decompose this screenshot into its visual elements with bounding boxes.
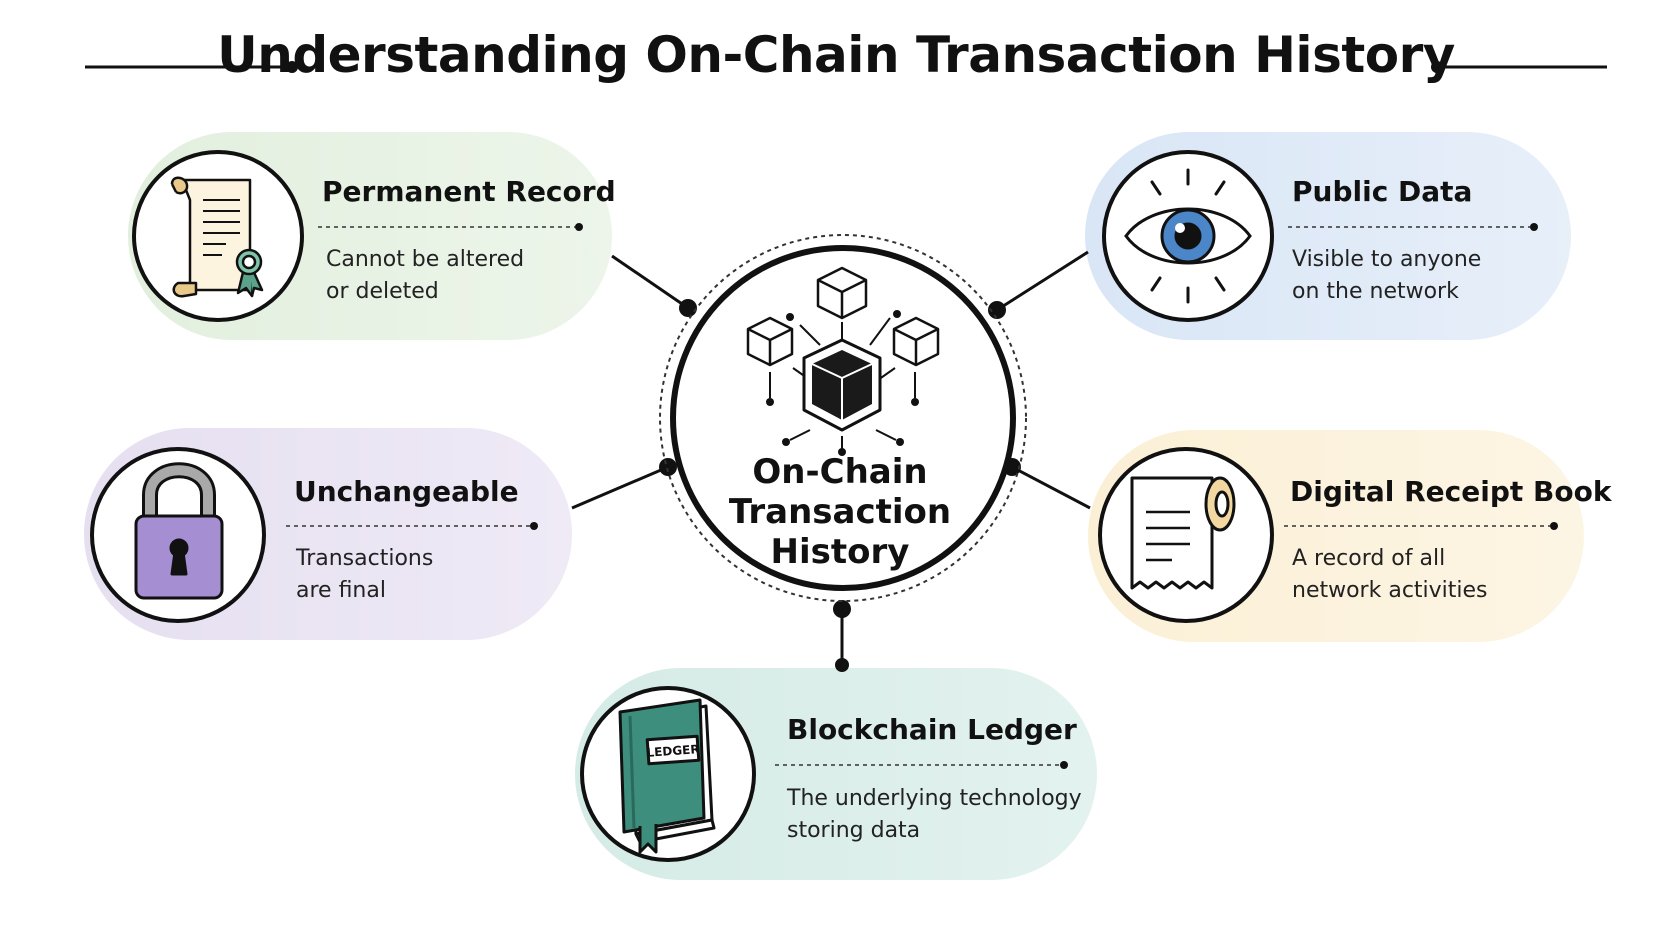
digital-receipt-book-title: Digital Receipt Book bbox=[1290, 475, 1612, 508]
unchangeable-desc-line-1: Transactions bbox=[296, 546, 434, 571]
hub-label-line-2: Transaction bbox=[728, 492, 952, 532]
blockchain-ledger-title: Blockchain Ledger bbox=[787, 713, 1077, 746]
permanent-record-desc-line-2: or deleted bbox=[326, 279, 439, 304]
connector-unchangeable bbox=[571, 465, 669, 510]
connector-node bbox=[659, 458, 677, 476]
scroll-certificate-icon bbox=[170, 176, 264, 298]
hub-label-line-1: On-Chain bbox=[752, 452, 928, 492]
title-rule-right bbox=[1431, 61, 1607, 73]
connector-node bbox=[833, 600, 851, 618]
connector-public bbox=[996, 250, 1089, 312]
public-data-desc-line-2: on the network bbox=[1292, 279, 1459, 304]
blockchain-ledger-desc-line-2: storing data bbox=[787, 818, 921, 843]
ledger-book-icon: LEDGER bbox=[618, 698, 716, 854]
public-data-title: Public Data bbox=[1292, 175, 1473, 208]
connector-node bbox=[988, 301, 1006, 319]
digital-receipt-book-desc-line-2: network activities bbox=[1292, 578, 1488, 603]
digital-receipt-book-desc-line-1: A record of all bbox=[1292, 546, 1446, 571]
padlock-icon bbox=[134, 462, 224, 600]
permanent-record-title: Permanent Record bbox=[322, 175, 616, 208]
unchangeable-title: Unchangeable bbox=[294, 475, 519, 508]
blockchain-ledger-desc-line-1: The underlying technology bbox=[787, 786, 1082, 811]
ledger-book-label: LEDGER bbox=[646, 742, 700, 760]
eye-icon bbox=[1124, 168, 1252, 304]
hub-dashed-ring bbox=[659, 234, 1027, 602]
hub-label-line-3: History bbox=[770, 532, 910, 572]
blockchain-network-icon bbox=[746, 266, 940, 456]
connector-node bbox=[835, 658, 849, 672]
unchangeable-desc-line-2: are final bbox=[296, 578, 386, 603]
receipt-roll-icon bbox=[1130, 476, 1236, 590]
public-data-desc-line-1: Visible to anyone bbox=[1292, 247, 1482, 272]
connector-receipt bbox=[1011, 465, 1091, 510]
title-rule-left bbox=[85, 61, 298, 73]
page-title: Understanding On-Chain Transaction Histo… bbox=[217, 26, 1455, 84]
connector-node bbox=[679, 299, 697, 317]
hub-label: On-Chain Transaction History bbox=[690, 452, 990, 572]
connector-permanent bbox=[611, 254, 689, 310]
permanent-record-desc-line-1: Cannot be altered bbox=[326, 247, 525, 272]
